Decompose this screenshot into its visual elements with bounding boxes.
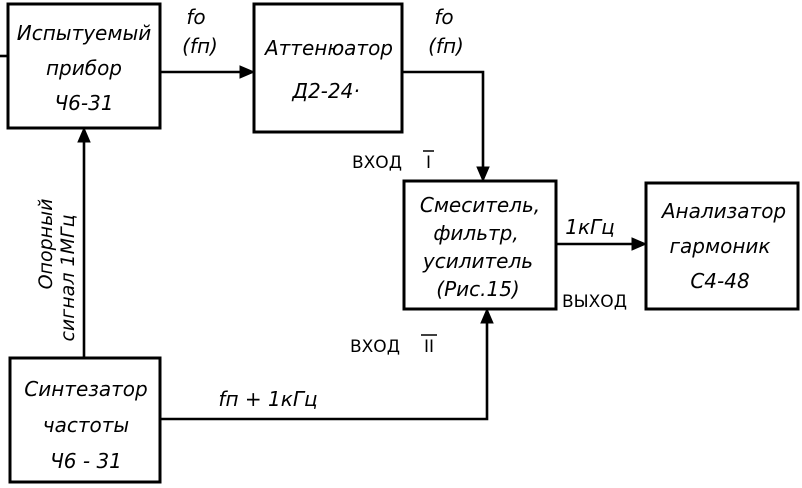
mixer-line-2: фильтр, [433,221,518,245]
device-line-1: Испытуемый [17,21,152,45]
arrow-head [480,307,494,324]
wire-synth-to-device [77,126,91,358]
synth-line-1: Синтезатор [24,377,147,401]
label-input-2: ВХОД II [350,334,437,357]
analyzer-line-2: гармоник [670,234,771,258]
wire-device-to-attenuator [160,65,256,79]
device-under-test-block: Испытуемый прибор Ч6-31 [6,2,162,130]
label-fn-2: (fп) [428,34,464,58]
label-f0-2: fo [434,5,453,29]
label-reference-2: сигнал 1МГц [57,214,79,341]
wire-mixer-to-analyzer [556,237,648,251]
frequency-synthesizer-block: Синтезатор частоты Ч6 - 31 [8,356,162,484]
label-output: ВЫХОД [562,292,627,312]
mixer-line-4: (Рис.15) [436,277,519,301]
device-line-2: прибор [46,56,122,80]
label-input-2-number: II [424,337,434,357]
analyzer-line-1: Анализатор [660,199,786,223]
arrow-head [77,126,91,143]
attenuator-block: Аттенюатор Д2-24· [252,2,404,134]
label-fn-1: (fп) [182,34,218,58]
synth-line-2: частоты [43,413,129,437]
label-fn-plus-1khz: fп + 1кГц [218,387,317,411]
arrow-head [476,166,490,183]
arrow-head [239,65,256,79]
label-input-1-text: ВХОД [352,153,402,173]
label-input-1-number: I [426,153,431,173]
label-f0-1: fo [186,5,205,29]
wire-synth-to-mixer [160,307,494,421]
device-line-3: Ч6-31 [54,91,113,115]
harmonic-analyzer-block: Анализатор гармоник С4-48 [644,181,800,311]
arrow-head [631,237,648,251]
synth-line-3: Ч6 - 31 [50,449,122,473]
attenuator-line-2: Д2-24· [291,79,359,103]
label-input-1: ВХОД I [352,150,434,173]
label-reference-1: Опорный [35,199,57,290]
analyzer-line-3: С4-48 [690,269,749,293]
label-1khz: 1кГц [565,215,615,239]
mixer-block: Смеситель, фильтр, усилитель (Рис.15) [402,179,558,311]
mixer-line-1: Смеситель, [420,193,540,217]
mixer-line-3: усилитель [422,249,533,273]
label-input-2-text: ВХОД [350,337,400,357]
wire-attenuator-to-mixer [402,70,490,183]
attenuator-line-1: Аттенюатор [263,36,393,60]
